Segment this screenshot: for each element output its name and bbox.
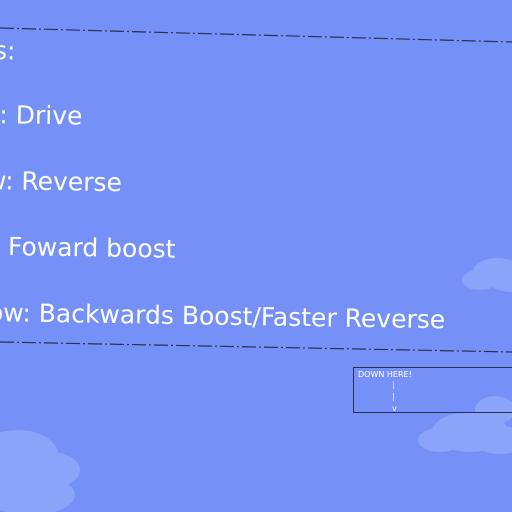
instruction-forward-boost: Foward boost: [7, 232, 176, 264]
down-here-label: DOWN HERE!: [358, 370, 412, 379]
down-arrow-stem-icon: |: [392, 392, 395, 401]
instruction-backwards-boost: ow: Backwards Boost/Faster Reverse: [0, 298, 446, 335]
instruction-reverse: w: Reverse: [0, 166, 123, 198]
instructions-heading: s:: [0, 36, 16, 66]
down-arrow-head-icon: v: [392, 404, 397, 413]
cloud-right: [462, 258, 512, 292]
down-arrow-stem-icon: |: [392, 380, 395, 389]
instruction-drive: v: Drive: [0, 100, 83, 131]
cloud-left: [0, 430, 80, 512]
down-here-hint-box: DOWN HERE! | | v: [353, 367, 512, 413]
cloud-bottom-right: [418, 396, 512, 454]
